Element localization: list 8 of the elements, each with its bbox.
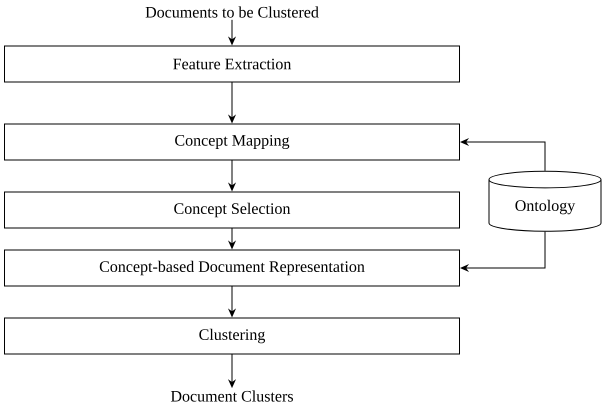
process-box: Concept-based Document Representation [4,250,460,286]
flow-text: Documents to be Clustered [146,6,319,18]
process-box: Concept Mapping [4,124,460,160]
process-box: Concept Selection [4,192,460,228]
process-box: Clustering [4,318,460,354]
process-box: Feature Extraction [4,46,460,82]
flow-text: Document Clusters [170,390,293,402]
database-cylinder: Ontology [488,170,602,232]
